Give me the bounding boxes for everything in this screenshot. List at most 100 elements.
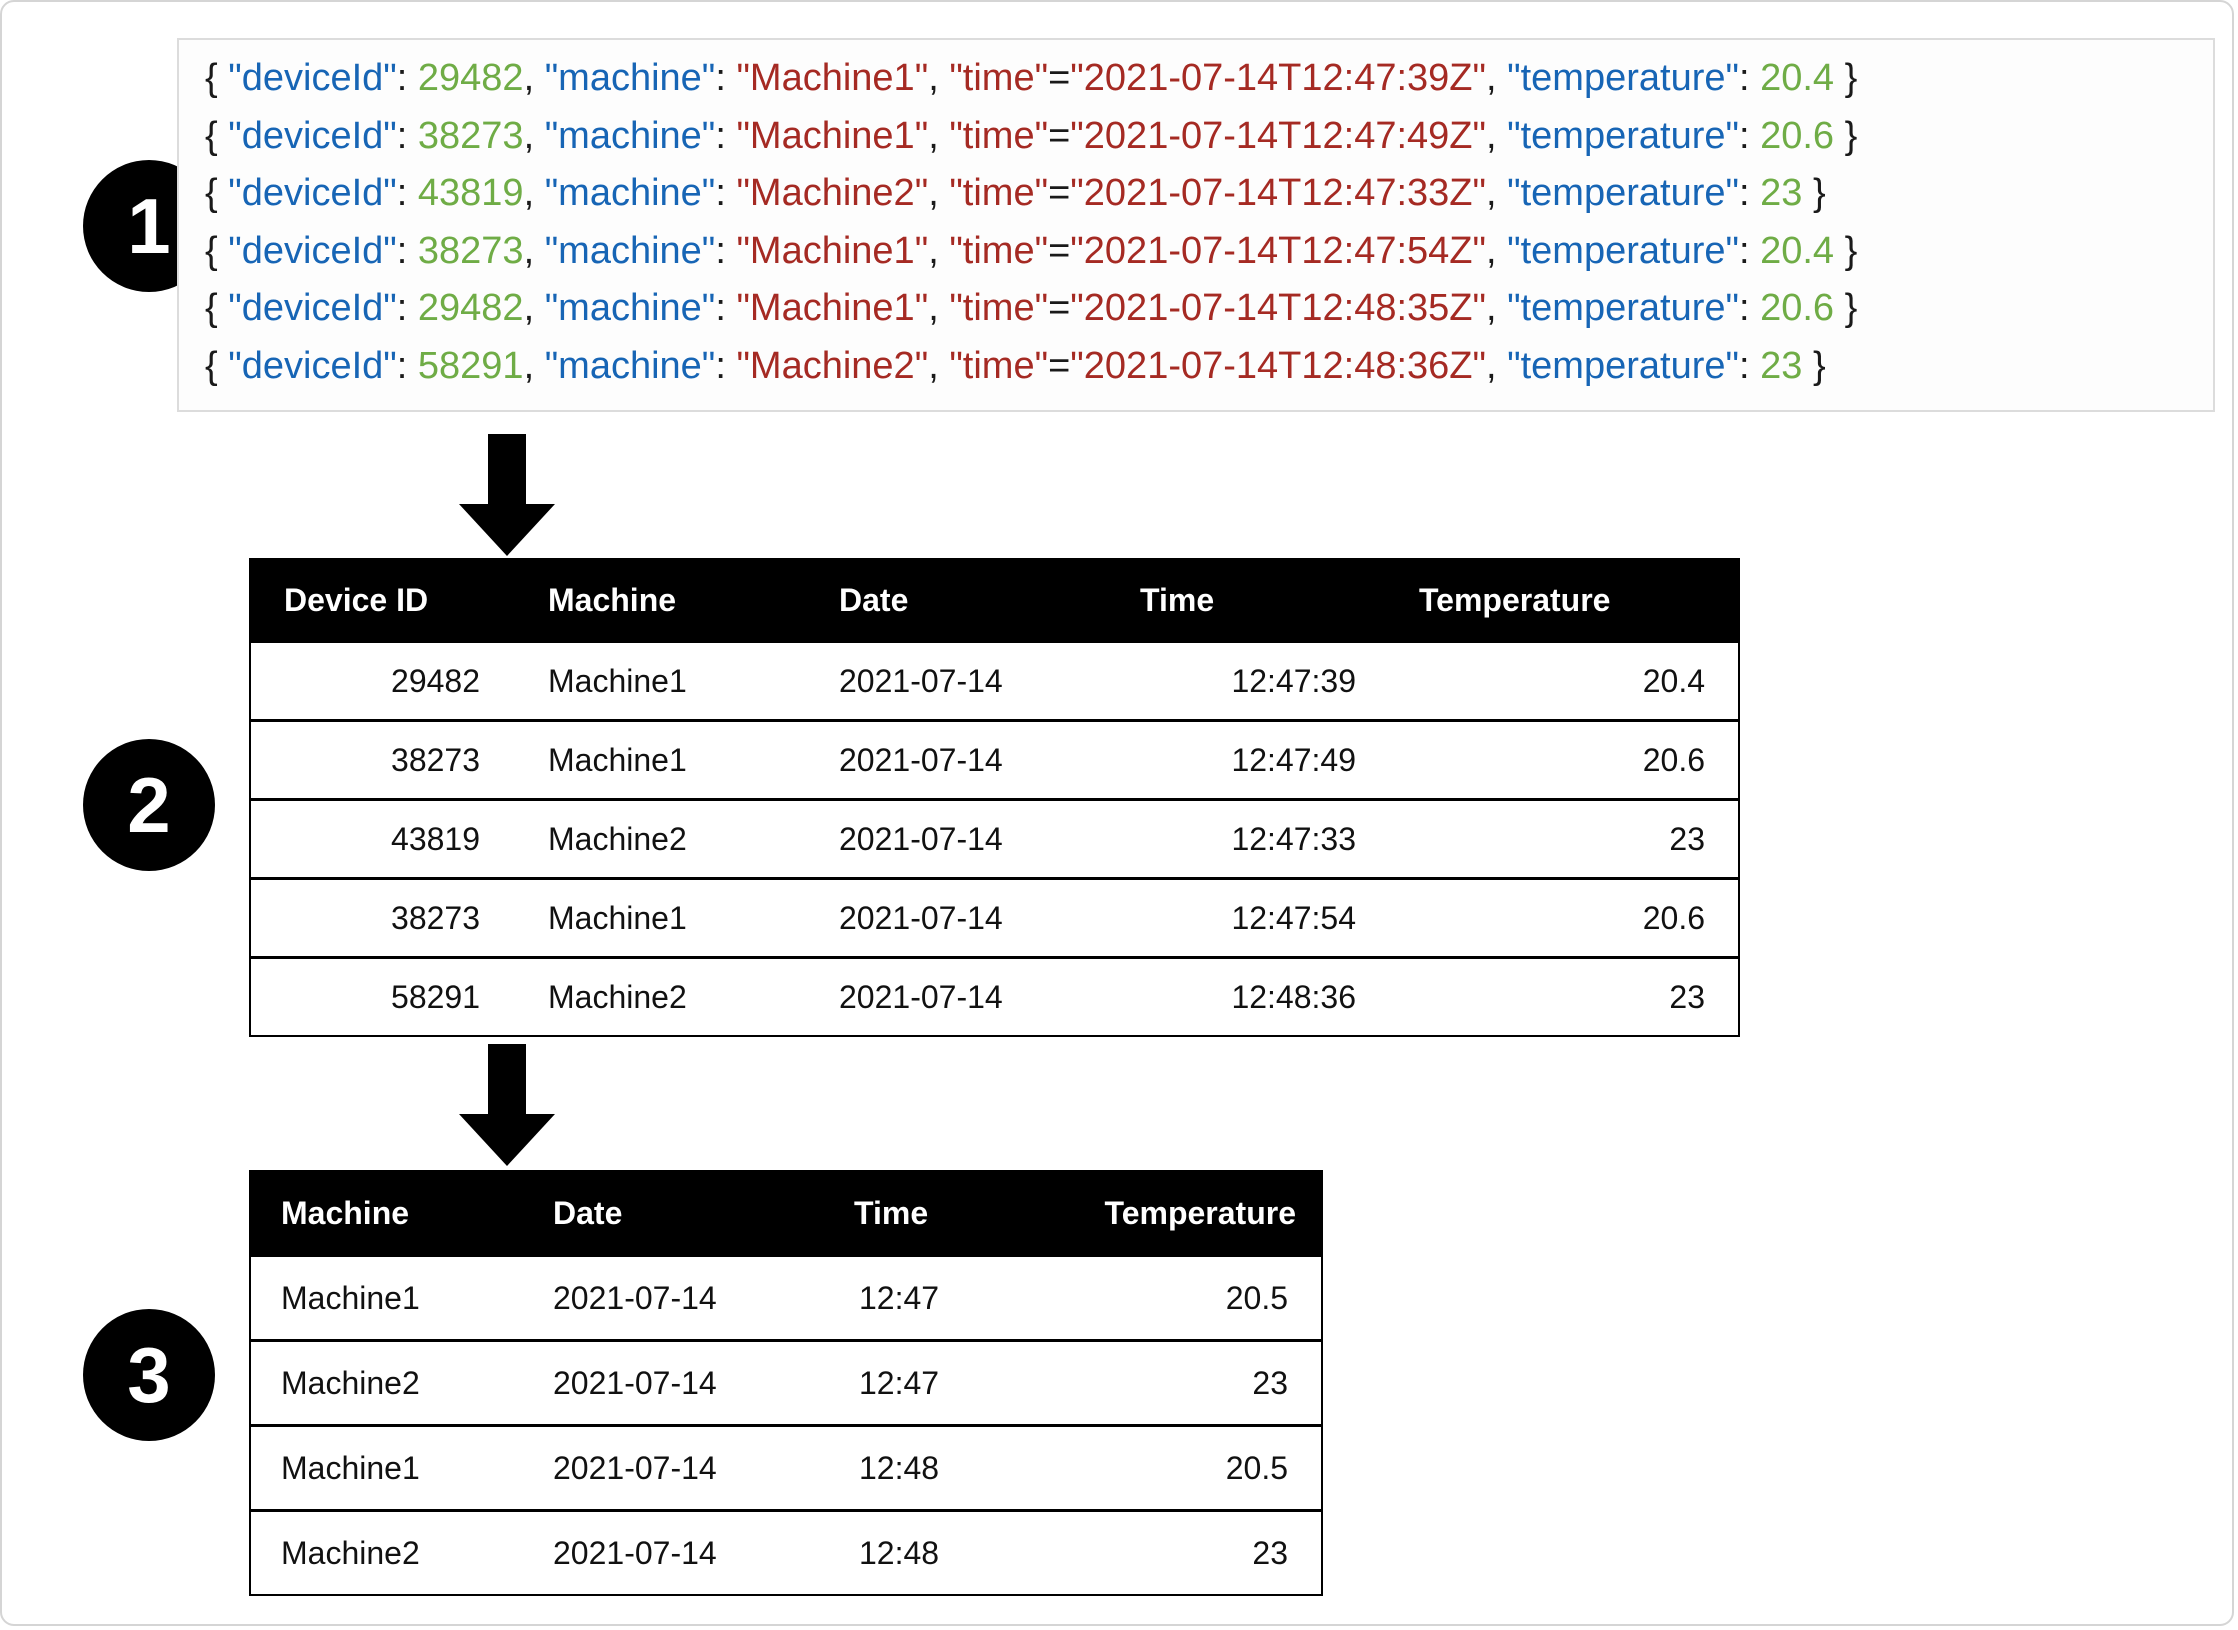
- table-cell: 23: [1371, 798, 1739, 879]
- colon: :: [1738, 344, 1761, 387]
- key-deviceId: "deviceId": [228, 287, 397, 329]
- arrow-stem: [488, 1044, 526, 1114]
- value-time: "2021-07-14T12:48:36Z": [1070, 344, 1486, 387]
- down-arrow-icon: [459, 1044, 555, 1166]
- brace-open: {: [205, 229, 229, 272]
- value-temperature: 20.4: [1760, 229, 1835, 272]
- table-cell: 29482: [250, 640, 498, 721]
- key-deviceId: "deviceId": [228, 114, 397, 157]
- comma: ,: [928, 287, 950, 329]
- colon: :: [1738, 57, 1761, 99]
- table-cell: Machine1: [498, 719, 799, 800]
- colon: :: [1738, 287, 1761, 329]
- value-machine: "Machine1": [736, 229, 929, 272]
- json-record-line: { "deviceId": 43819, "machine": "Machine…: [205, 165, 2213, 223]
- key-temperature: "temperature": [1507, 114, 1739, 157]
- value-machine: "Machine2": [736, 344, 929, 387]
- table-cell: 23: [1371, 956, 1739, 1036]
- table-cell: 12:48: [829, 1424, 1025, 1511]
- column-header: Time: [829, 1171, 1025, 1256]
- equals-sign: =: [1048, 229, 1071, 272]
- arrow-stem: [488, 434, 526, 504]
- value-deviceId: 38273: [417, 229, 524, 272]
- comma: ,: [1486, 344, 1508, 387]
- key-deviceId: "deviceId": [228, 57, 397, 99]
- colon: :: [396, 57, 418, 99]
- table-cell: Machine2: [498, 798, 799, 879]
- key-time: "time": [949, 344, 1049, 387]
- value-temperature: 23: [1760, 172, 1803, 214]
- key-deviceId: "deviceId": [228, 344, 397, 387]
- table-cell: 2021-07-14: [525, 1339, 829, 1426]
- key-time: "time": [949, 287, 1049, 329]
- table-cell: Machine1: [250, 1424, 525, 1511]
- colon: :: [715, 172, 737, 214]
- comma: ,: [523, 114, 545, 157]
- comma: ,: [1486, 229, 1508, 272]
- json-record-line: { "deviceId": 29482, "machine": "Machine…: [205, 50, 2213, 108]
- table-cell: 2021-07-14: [799, 956, 1085, 1036]
- table-cell: Machine2: [250, 1509, 525, 1595]
- brace-close: }: [1802, 344, 1826, 387]
- value-time: "2021-07-14T12:47:49Z": [1070, 114, 1486, 157]
- table-cell: 23: [1025, 1339, 1322, 1426]
- value-time: "2021-07-14T12:47:33Z": [1070, 172, 1486, 214]
- colon: :: [396, 114, 418, 157]
- down-arrow-icon: [459, 434, 555, 556]
- equals-sign: =: [1048, 114, 1071, 157]
- comma: ,: [928, 114, 950, 157]
- colon: :: [396, 172, 418, 214]
- key-machine: "machine": [544, 114, 716, 157]
- step-3-badge: 3: [83, 1309, 215, 1441]
- comma: ,: [928, 172, 950, 214]
- value-temperature: 20.6: [1760, 114, 1835, 157]
- table-cell: 2021-07-14: [799, 719, 1085, 800]
- comma: ,: [523, 172, 545, 214]
- table-cell: 12:48:36: [1085, 956, 1371, 1036]
- comma: ,: [523, 287, 545, 329]
- table-cell: 2021-07-14: [525, 1509, 829, 1595]
- table-cell: 20.4: [1371, 640, 1739, 721]
- json-record-line: { "deviceId": 58291, "machine": "Machine…: [205, 338, 2213, 396]
- table-cell: 2021-07-14: [525, 1424, 829, 1511]
- table-cell: 20.6: [1371, 877, 1739, 958]
- value-deviceId: 29482: [417, 57, 524, 99]
- arrow-head: [459, 504, 555, 556]
- table-cell: 20.5: [1025, 1424, 1322, 1511]
- value-machine: "Machine2": [736, 172, 929, 214]
- value-deviceId: 29482: [417, 287, 524, 329]
- table-cell: Machine2: [250, 1339, 525, 1426]
- table-cell: 23: [1025, 1509, 1322, 1595]
- brace-close: }: [1834, 114, 1858, 157]
- colon: :: [1738, 114, 1761, 157]
- table-cell: 12:47:39: [1085, 640, 1371, 721]
- table-cell: 12:47: [829, 1339, 1025, 1426]
- colon: :: [1738, 229, 1761, 272]
- value-deviceId: 43819: [417, 172, 524, 214]
- table-cell: 12:47:54: [1085, 877, 1371, 958]
- value-temperature: 20.6: [1760, 287, 1835, 329]
- brace-open: {: [205, 287, 229, 329]
- brace-close: }: [1802, 172, 1826, 214]
- key-temperature: "temperature": [1507, 344, 1739, 387]
- table-cell: 2021-07-14: [799, 640, 1085, 721]
- value-time: "2021-07-14T12:47:54Z": [1070, 229, 1486, 272]
- json-record-line: { "deviceId": 38273, "machine": "Machine…: [205, 108, 2213, 166]
- table-cell: 20.5: [1025, 1254, 1322, 1341]
- table-cell: 43819: [250, 798, 498, 879]
- colon: :: [1738, 172, 1761, 214]
- table-cell: 2021-07-14: [799, 877, 1085, 958]
- column-header: Device ID: [250, 559, 498, 642]
- key-temperature: "temperature": [1507, 287, 1739, 329]
- equals-sign: =: [1048, 344, 1071, 387]
- comma: ,: [928, 229, 950, 272]
- key-time: "time": [949, 114, 1049, 157]
